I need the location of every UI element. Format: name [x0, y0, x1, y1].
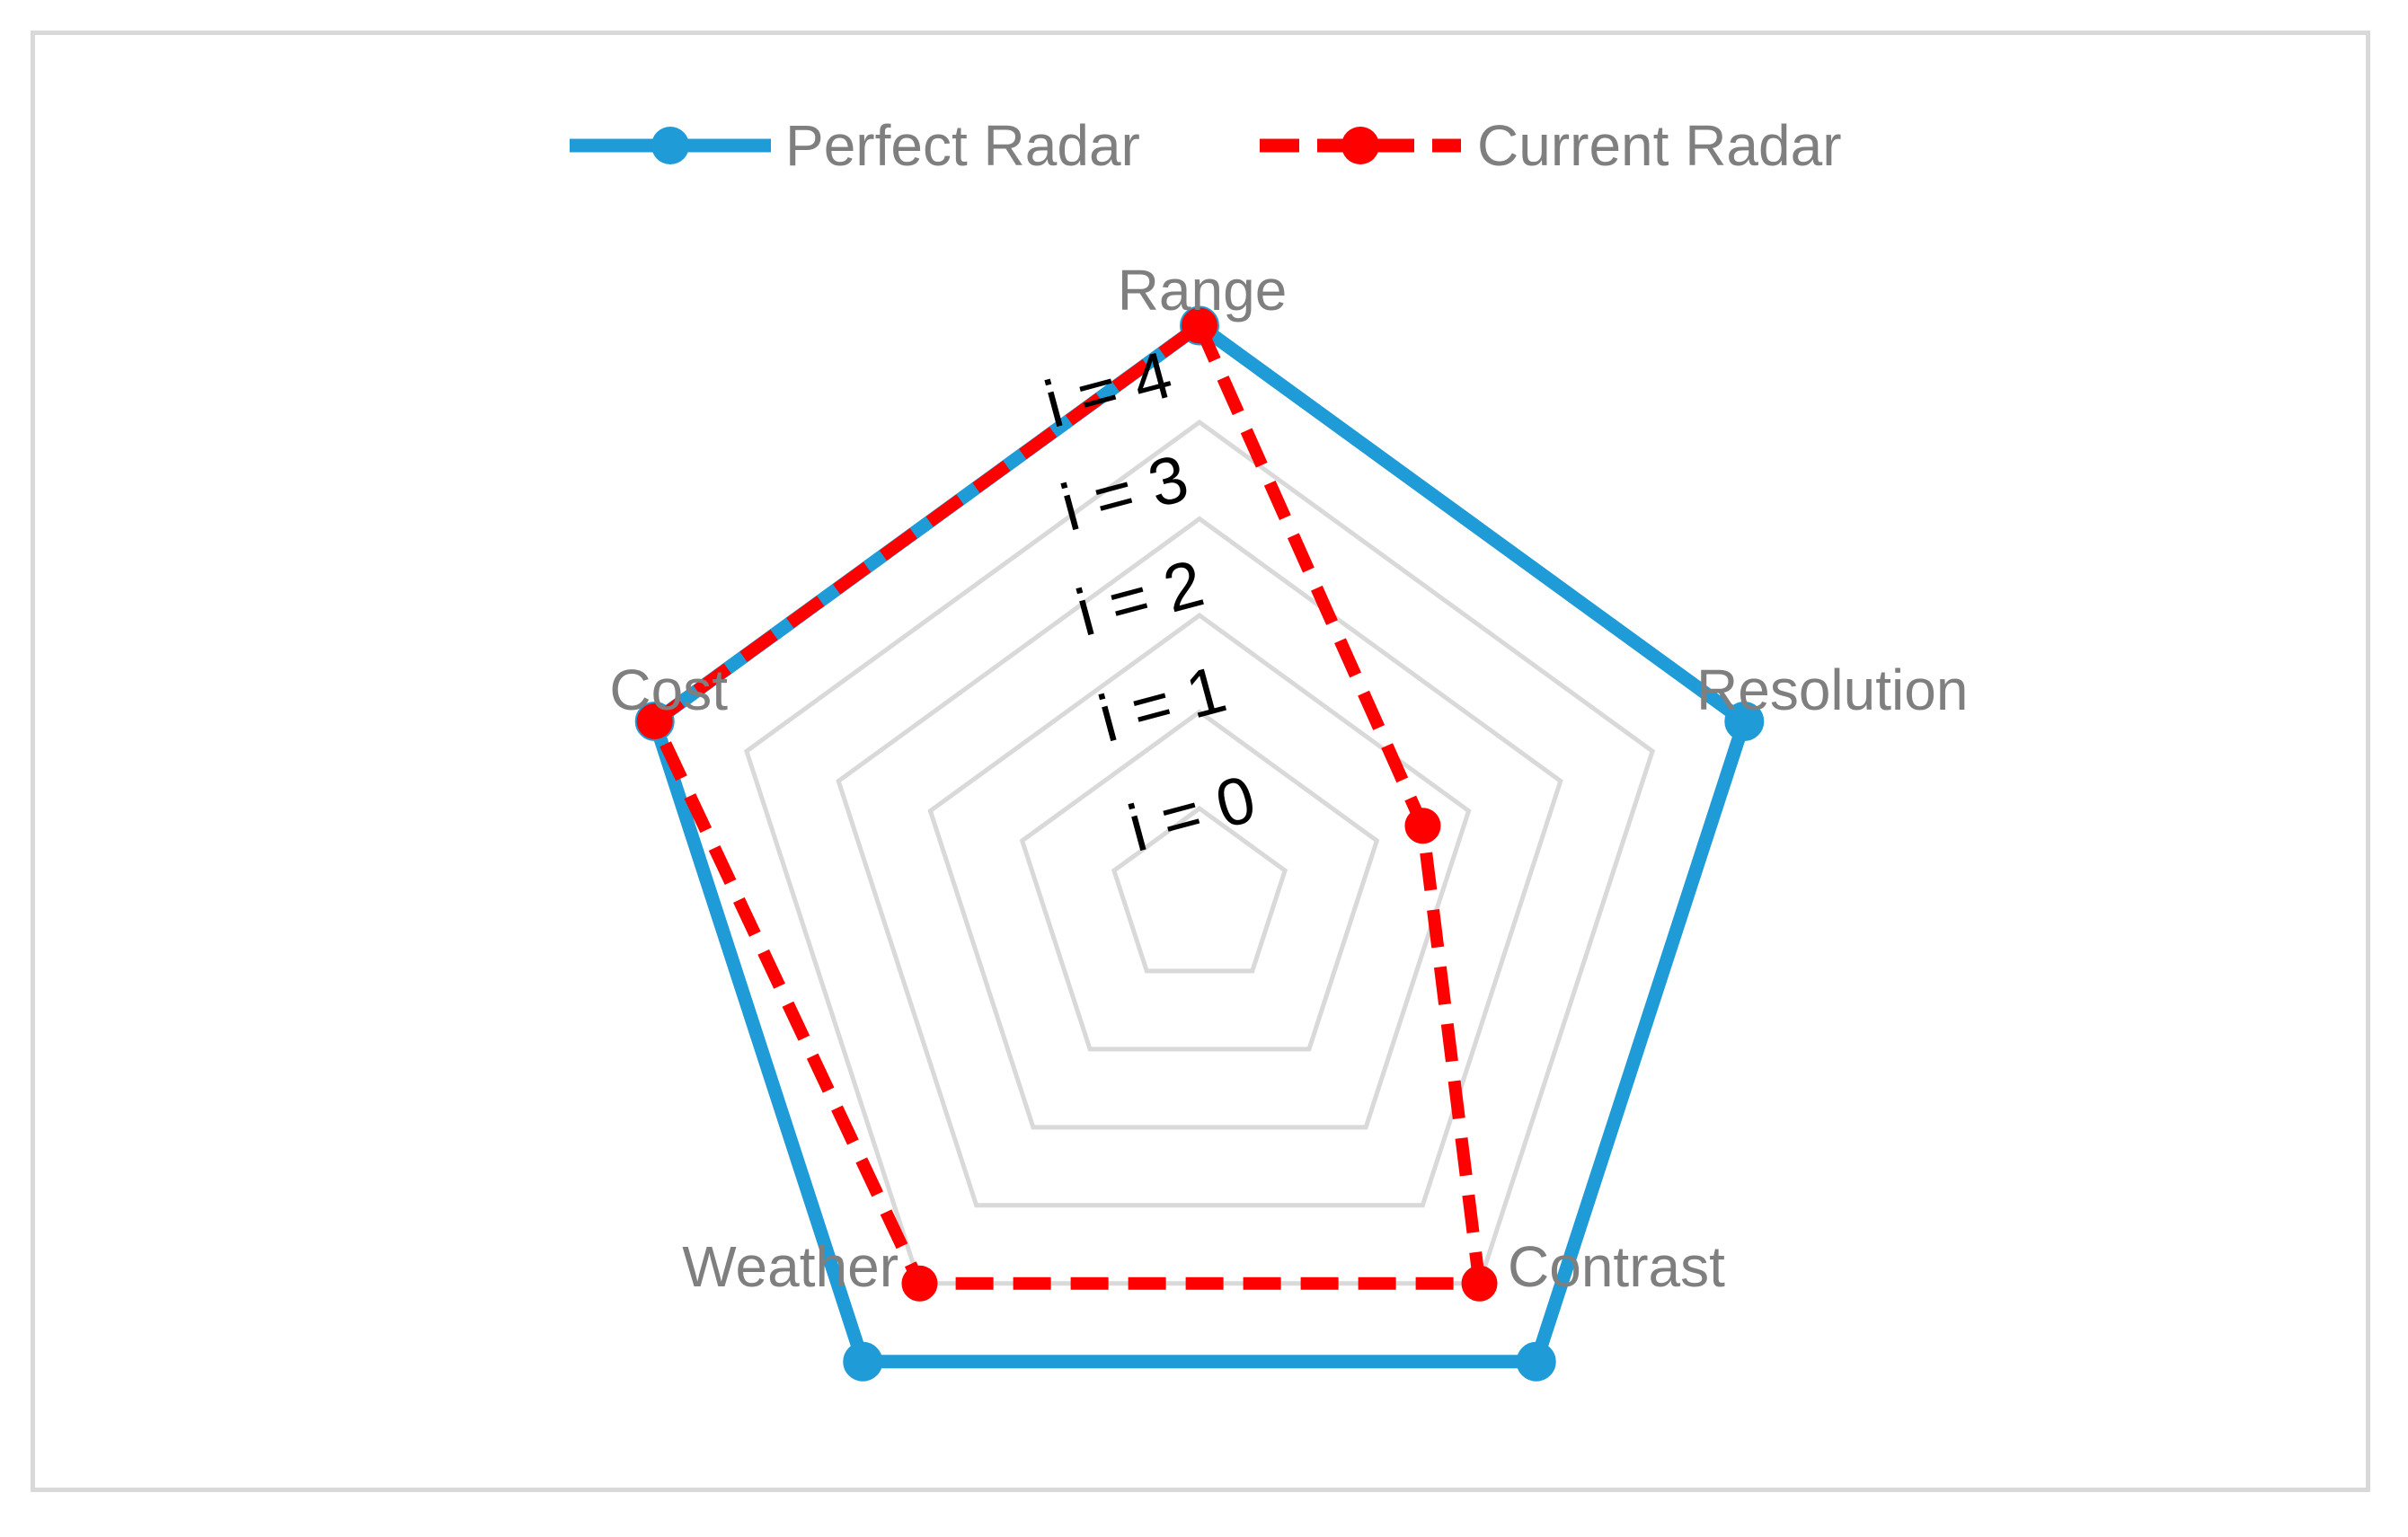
- series-1-point-1: [1404, 808, 1441, 844]
- series-1-point-4: [636, 703, 673, 740]
- grid-ring-3: [836, 516, 1563, 1208]
- series-0-point-1: [1724, 702, 1765, 742]
- legend: Perfect Radar Current Radar: [570, 113, 1842, 178]
- level-label-4: i = 4: [1037, 337, 1180, 442]
- level-label-3: i = 3: [1053, 440, 1196, 545]
- legend-marker-0: [651, 127, 689, 164]
- series-line-1: [648, 319, 1486, 1290]
- radar-series: [634, 305, 1765, 1382]
- legend-label-0: Perfect Radar: [785, 113, 1140, 178]
- series-1-point-2: [1461, 1265, 1498, 1302]
- level-label-2: i = 2: [1068, 545, 1211, 650]
- series-1-point-0: [1182, 307, 1217, 344]
- axis-label-cost: Cost: [609, 658, 728, 722]
- grid-ring-1: [1019, 709, 1380, 1052]
- legend-marker-1: [1341, 127, 1379, 164]
- axis-label-resolution: Resolution: [1696, 658, 1968, 722]
- chart-frame: [31, 31, 2370, 1492]
- series-1-point-3: [901, 1265, 938, 1302]
- axis-label-weather: Weather: [682, 1234, 899, 1299]
- grid-ring-0: [1111, 805, 1288, 974]
- axis-label-range: Range: [1118, 258, 1288, 322]
- series-0-point-2: [1516, 1341, 1556, 1382]
- level-label-0: i = 0: [1120, 761, 1263, 866]
- series-0-point-3: [843, 1341, 883, 1382]
- grid-ring-2: [927, 612, 1472, 1130]
- level-label-1: i = 1: [1091, 651, 1234, 756]
- legend-label-1: Current Radar: [1477, 113, 1842, 178]
- axis-label-contrast: Contrast: [1508, 1234, 1725, 1299]
